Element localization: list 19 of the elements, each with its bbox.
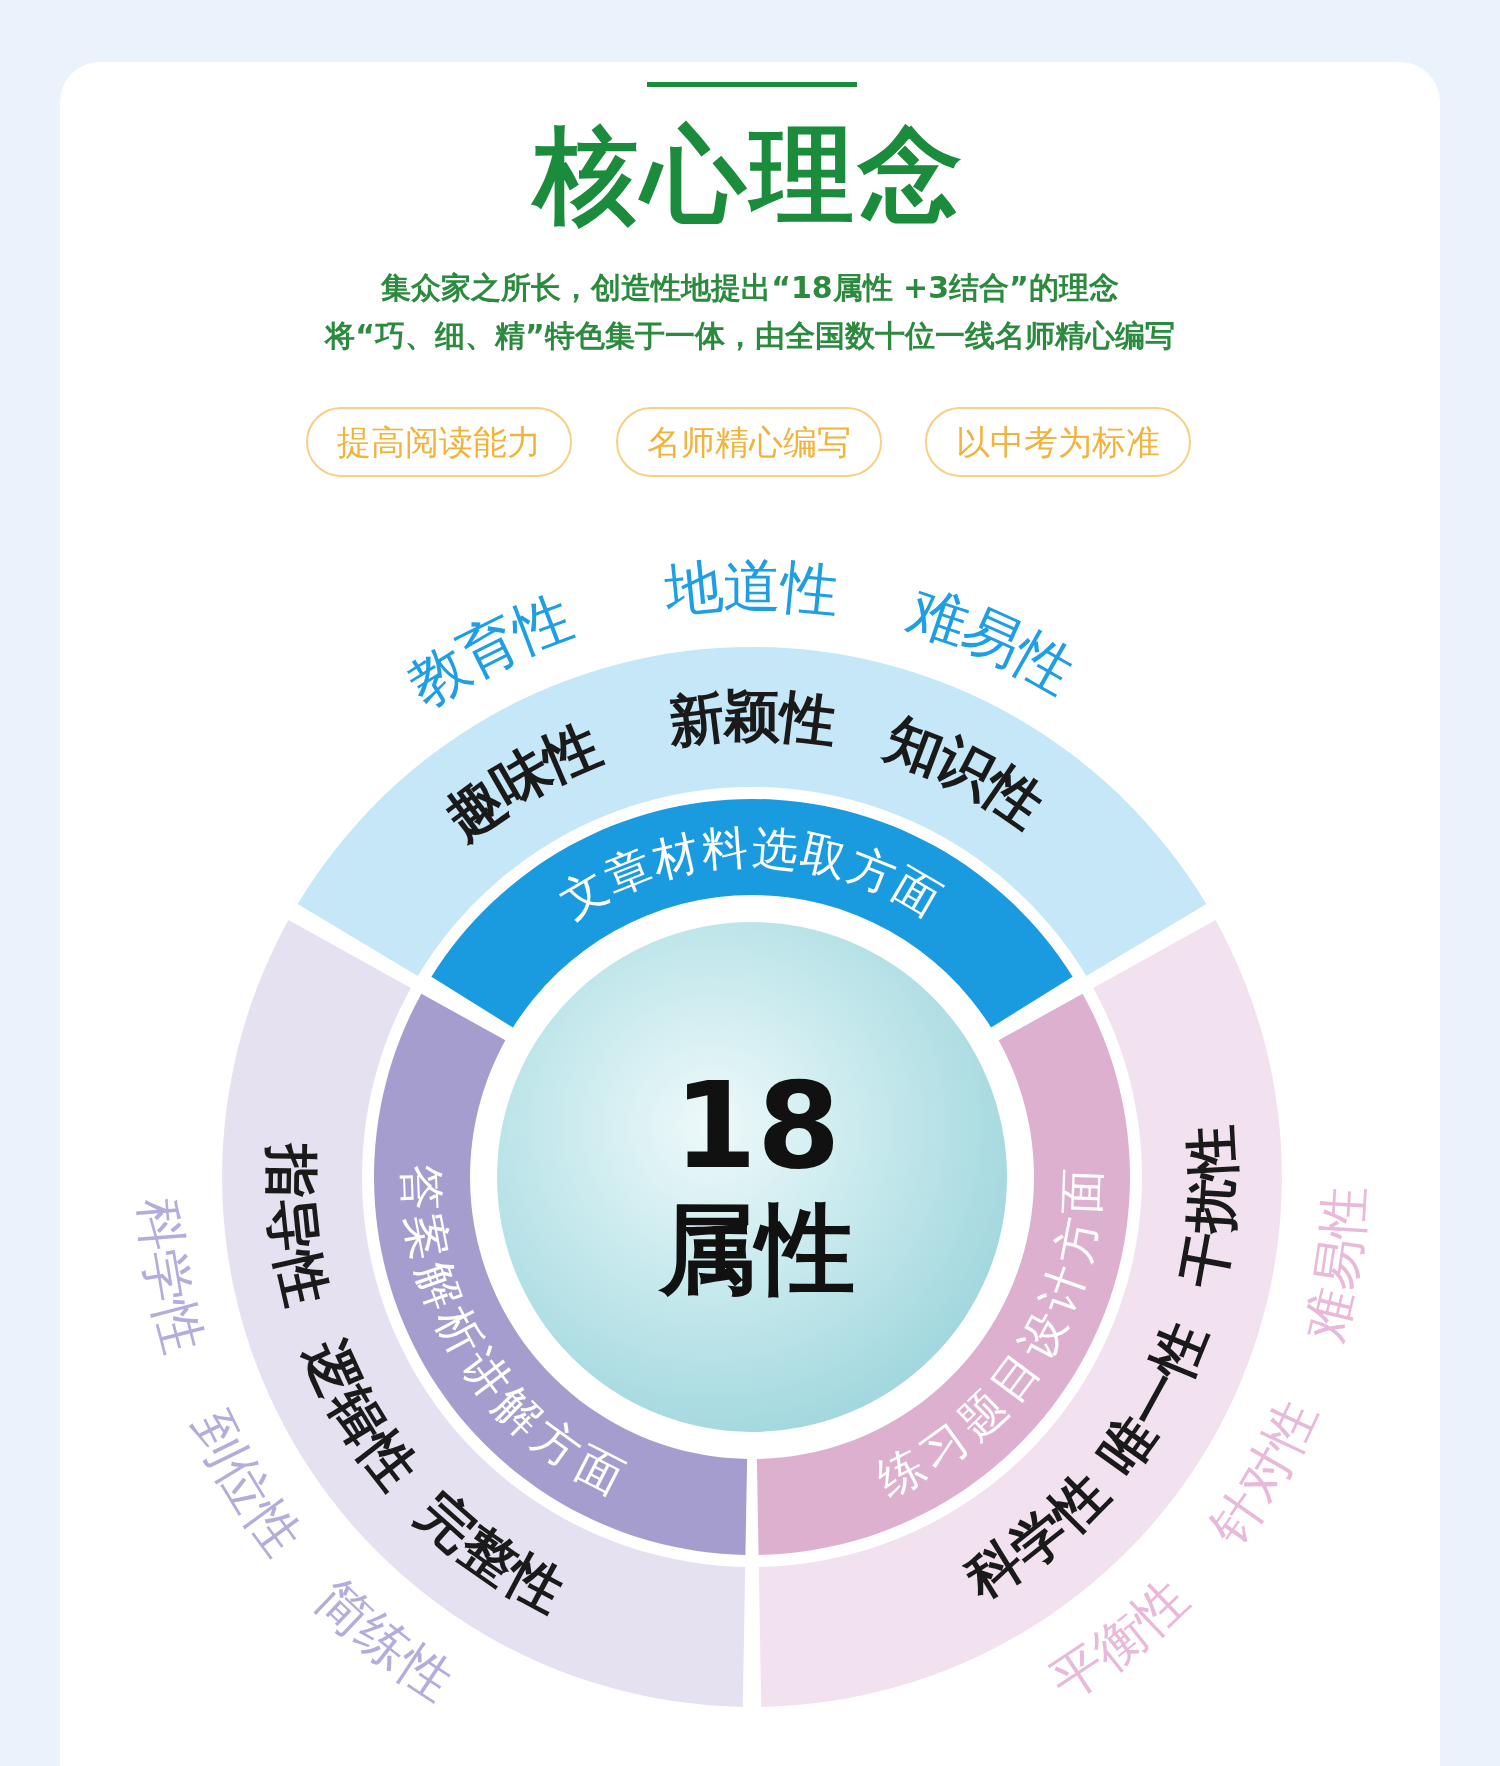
attribute-label: 难易性: [900, 574, 1087, 707]
attribute-label: 科学性: [129, 1195, 215, 1360]
attribute-label: 干扰性: [1169, 1123, 1246, 1292]
attribute-label: 难易性: [1293, 1184, 1376, 1347]
subtitle: 将“巧、细、精”特色集于一体，由全国数十位一线名师精心编写: [323, 317, 1176, 355]
attribute-label: 平衡性: [1039, 1567, 1200, 1712]
title: 核心理念: [0, 115, 1500, 235]
attribute-label: 到位性: [181, 1401, 314, 1566]
tag-pill: 以中考为标准: [925, 407, 1191, 477]
tag-pill: 名师精心编写: [616, 407, 882, 477]
attribute-label: 指导性: [259, 1143, 340, 1312]
center-number: 18: [673, 1055, 841, 1195]
attribute-label: 针对性: [1197, 1391, 1328, 1556]
tag-pill: 提高阅读能力: [306, 407, 572, 477]
attribute-label: 新颖性: [664, 683, 840, 755]
center-label: 属性: [659, 1192, 855, 1306]
subtitle: 集众家之所长，创造性地提出“18属性 +3结合”的理念: [380, 269, 1120, 307]
attribute-label: 简练性: [304, 1567, 465, 1712]
attribute-label: 地道性: [662, 551, 842, 626]
